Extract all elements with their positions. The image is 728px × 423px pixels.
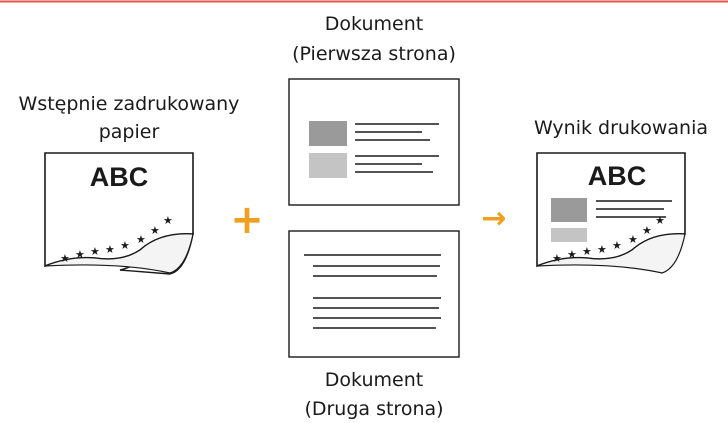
svg-text:★: ★ bbox=[642, 224, 652, 237]
image-placeholder-light bbox=[309, 153, 347, 178]
svg-text:★: ★ bbox=[655, 214, 665, 227]
print-result-label: Wynik drukowania bbox=[533, 117, 709, 139]
document-second-subtitle: (Druga strona) bbox=[304, 398, 444, 420]
svg-text:★: ★ bbox=[163, 214, 173, 227]
svg-text:★: ★ bbox=[582, 245, 592, 258]
svg-text:★: ★ bbox=[75, 248, 85, 261]
print-result-sheet: ABC ★ ★ ★ ★ ★ ★ ★ ★ bbox=[536, 152, 686, 274]
svg-text:★: ★ bbox=[597, 243, 607, 256]
image-placeholder-dark bbox=[309, 121, 347, 146]
document-first-page bbox=[288, 78, 460, 206]
preprinted-abc-text: ABC bbox=[90, 162, 149, 192]
preprinted-paper-label-line1: Wstępnie zadrukowany bbox=[18, 93, 240, 115]
plus-icon: + bbox=[230, 197, 264, 243]
svg-text:★: ★ bbox=[90, 245, 100, 258]
svg-text:★: ★ bbox=[567, 248, 577, 261]
arrow-icon: → bbox=[481, 201, 506, 236]
document-second-page bbox=[288, 230, 460, 358]
result-abc-text: ABC bbox=[588, 161, 647, 191]
star-pattern-icon: ★ ★ ★ ★ ★ ★ ★ ★ bbox=[60, 214, 173, 265]
svg-text:★: ★ bbox=[120, 239, 130, 252]
svg-text:★: ★ bbox=[612, 239, 622, 252]
svg-text:★: ★ bbox=[150, 224, 160, 237]
svg-text:★: ★ bbox=[628, 233, 638, 246]
result-image-light bbox=[551, 228, 587, 242]
result-image-dark bbox=[551, 198, 587, 222]
svg-text:★: ★ bbox=[552, 252, 562, 265]
preprinted-paper-sheet: ABC ★ ★ ★ ★ ★ ★ ★ ★ bbox=[44, 152, 195, 275]
document-first-title: Dokument bbox=[324, 13, 424, 35]
document-second-title: Dokument bbox=[324, 369, 424, 391]
document-first-subtitle: (Pierwsza strona) bbox=[292, 43, 456, 65]
svg-text:★: ★ bbox=[105, 243, 115, 256]
svg-text:★: ★ bbox=[60, 252, 70, 265]
result-star-pattern-icon: ★ ★ ★ ★ ★ ★ ★ ★ bbox=[552, 214, 665, 265]
preprinted-paper-label-line2: papier bbox=[98, 121, 160, 143]
svg-text:★: ★ bbox=[136, 233, 146, 246]
